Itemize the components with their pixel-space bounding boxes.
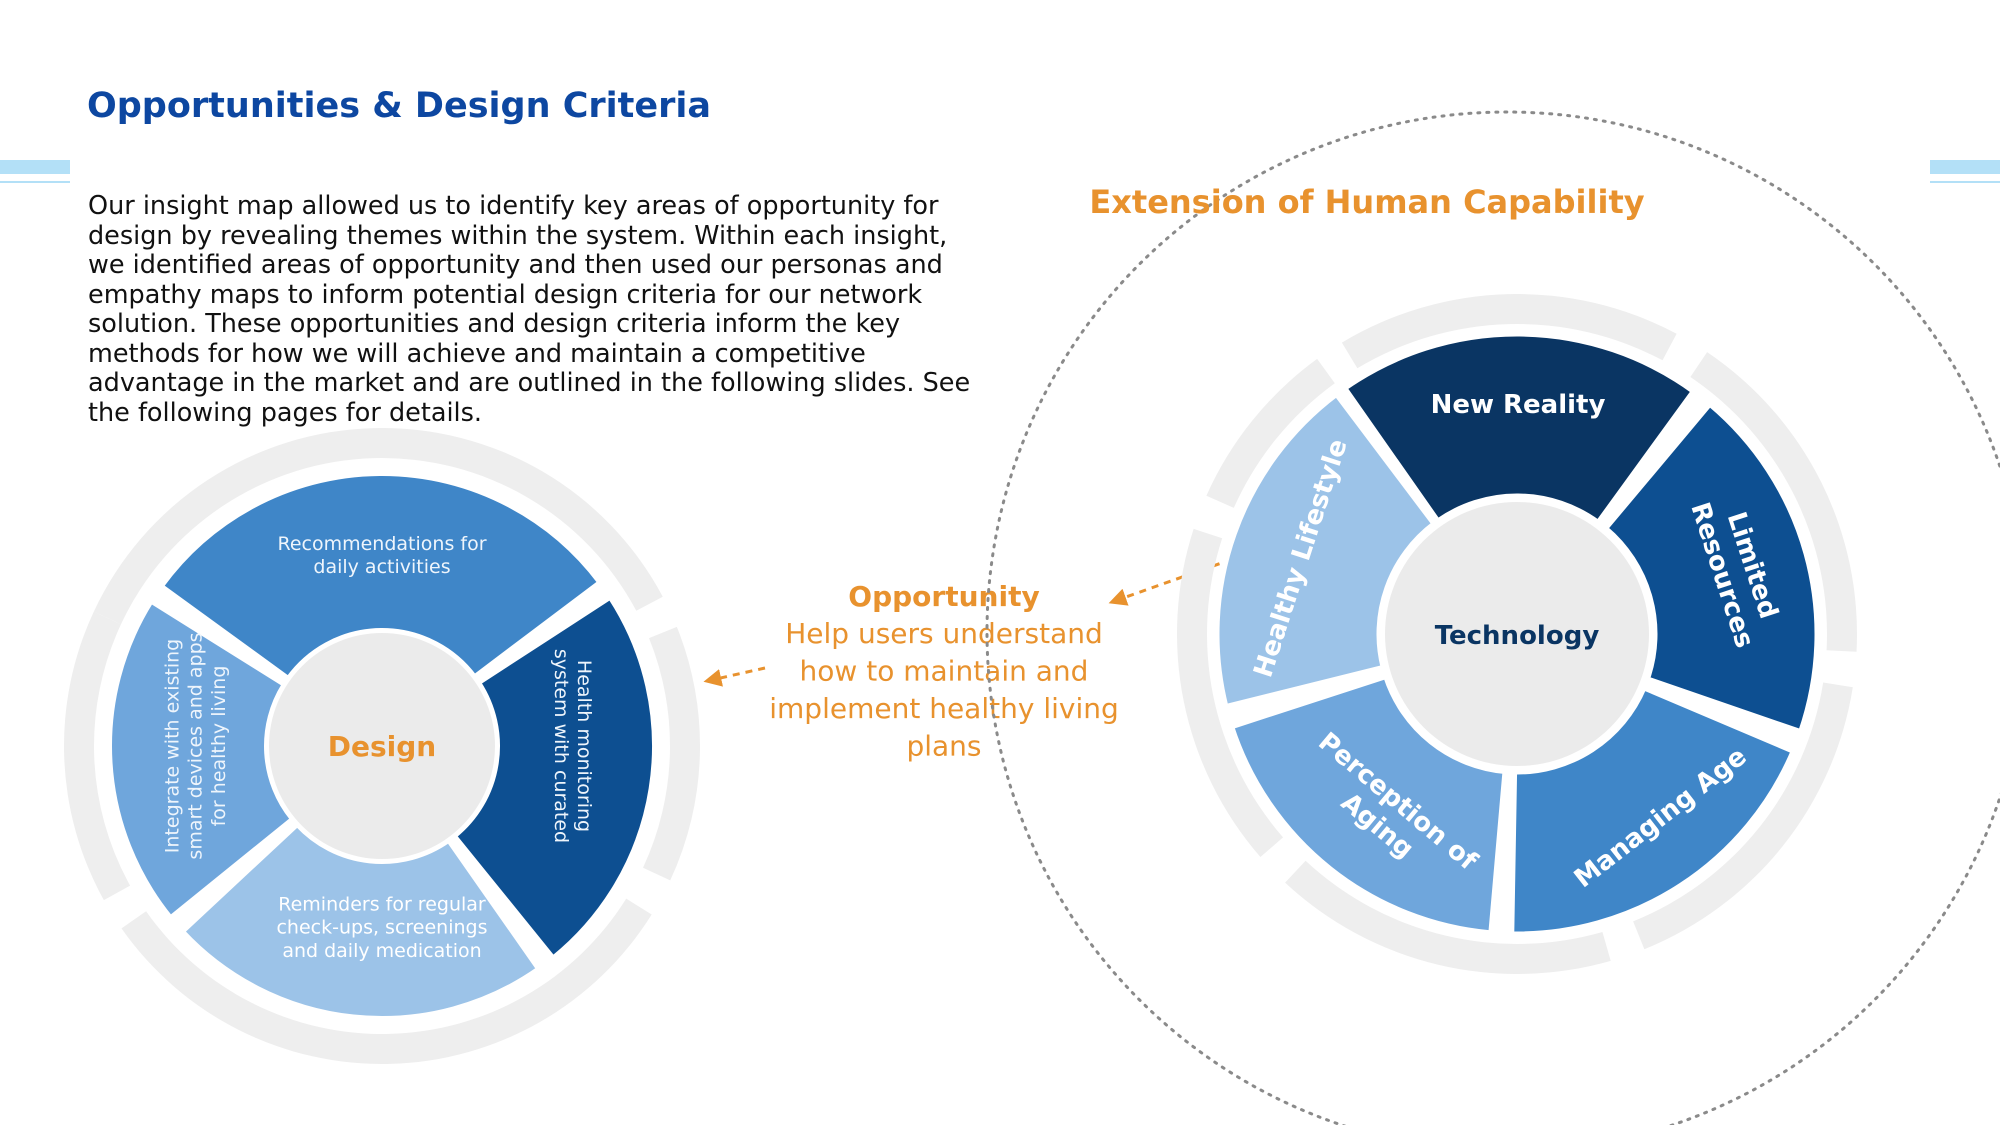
capability-outer-ring-arc [1633,682,1853,950]
design-outer-ring-arc [93,427,663,625]
capability-wheel-segments [1214,331,1820,937]
design-outer-ring-arc [643,626,700,881]
design-segment-integrate-label: Integrate with existingsmart devices and… [161,632,229,859]
design-outer-ring-arc [121,898,652,1064]
opportunity-line: implement healthy living [769,692,1119,725]
opportunity-text: Help users understand how to maintain and… [769,617,1119,763]
design-segment-health-monitoring-label-line: system with curated [550,649,572,843]
design-segment-integrate-label-line: Integrate with existing [161,639,183,853]
capability-outer-ring-arc [1177,528,1284,858]
design-segment-reminders-label-line: Reminders for regular [278,893,486,915]
design-segment-recommendations-label-line: Recommendations for [277,533,486,555]
capability-outer-ring-arc [1206,358,1335,508]
opportunity-line: Help users understand [785,617,1103,650]
design-segment-reminders-label-line: check-ups, screenings [276,917,487,939]
left-accent-bar [0,160,70,174]
opportunity-line: plans [906,730,981,763]
right-accent-line [1930,181,2000,183]
design-segment-reminders [181,823,541,1020]
capability-segment-managing-age [1509,685,1796,937]
intro-paragraph: Our insight map allowed us to identify k… [88,191,971,428]
design-segment-recommendations-label-line: daily activities [313,556,450,578]
arrow-from-healthy-lifestyle [1108,553,1245,606]
capability-segment-new-reality-label: New Reality [1431,390,1606,420]
opportunity-heading: Opportunity [848,580,1039,613]
capability-outer-ring-arc [1285,860,1611,975]
design-wheel-segments [108,472,656,1020]
design-outer-ring-arc [64,611,131,901]
design-segment-integrate-label-line: smart devices and apps [185,632,207,859]
design-segment-health-monitoring-label: Health monitoringsystem with curated [550,649,595,843]
capability-segment-new-reality [1342,331,1696,525]
capability-wheel: Extension of Human Capability Technology… [985,110,2000,1125]
opportunity-callout: Opportunity Help users understand how to … [769,580,1119,763]
right-accent-bar [1930,160,2000,174]
design-wheel-center [269,633,495,859]
capability-segment-new-reality-label-line: New Reality [1431,390,1606,420]
capability-segment-perception-of-aging [1229,674,1508,936]
design-segment-reminders-label-line: and daily medication [282,940,481,962]
page-title: Opportunities & Design Criteria [87,86,711,126]
arrow-to-design-wheel [703,666,766,687]
design-wheel-center-label: Design [328,730,436,763]
capability-outer-ring-arc [1690,352,1857,652]
design-segment-integrate [108,599,294,920]
design-segment-recommendations [159,472,602,680]
design-segment-integrate-label-line: for healthy living [208,666,230,827]
design-wheel-outer-ring [64,427,700,1064]
design-segment-health-monitoring [453,595,656,960]
capability-wheel-center [1385,502,1649,766]
capability-wheel-center-label: Technology [1435,621,1600,651]
capability-segment-limited-resources [1603,401,1820,735]
opportunity-line: how to maintain and [800,655,1089,688]
capability-outer-ring-arc [1341,294,1677,369]
capability-wheel-title: Extension of Human Capability [1089,183,1644,221]
capability-segment-healthy-lifestyle [1214,391,1437,710]
capability-wheel-outer-ring [1177,294,1857,975]
capability-dotted-boundary [985,110,2000,1125]
design-segment-health-monitoring-label-line: Health monitoring [573,660,595,832]
left-accent-line [0,181,70,183]
